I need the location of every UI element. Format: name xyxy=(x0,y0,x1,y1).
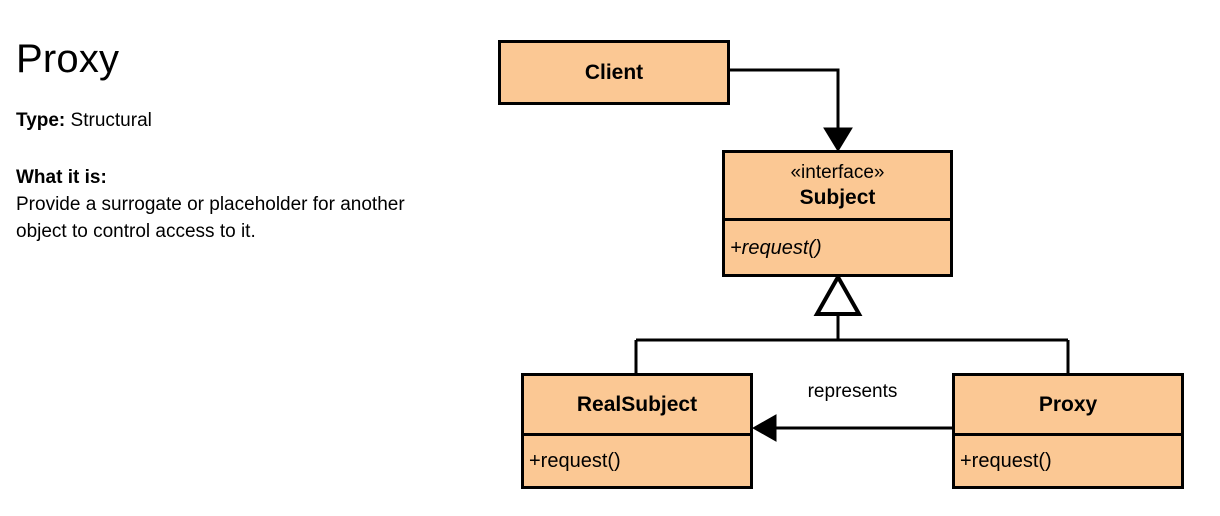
uml-class-client-header: Client xyxy=(501,43,727,102)
pattern-type-line: Type: Structural xyxy=(16,108,466,134)
uml-class-client[interactable]: Client xyxy=(498,40,730,105)
uml-class-client-name: Client xyxy=(584,60,644,84)
uml-class-subject-stereotype: «interface» xyxy=(790,161,885,183)
uml-operation-realsubject-request: +request() xyxy=(529,450,621,472)
uml-class-realsubject-header: RealSubject xyxy=(524,376,750,433)
filled-arrowhead-icon xyxy=(823,127,853,152)
uml-class-realsubject[interactable]: RealSubject +request() xyxy=(521,373,753,489)
pattern-description-block: What it is: Provide a surrogate or place… xyxy=(16,164,466,245)
uml-class-proxy-header: Proxy xyxy=(955,376,1181,433)
uml-association-label-represents: represents xyxy=(807,381,898,402)
uml-class-subject-header: «interface» Subject xyxy=(725,153,950,218)
hollow-triangle-icon xyxy=(813,272,863,316)
pattern-info-panel: Proxy Type: Structural What it is: Provi… xyxy=(16,36,466,245)
edge-generalization-to-subject xyxy=(634,272,1070,373)
pattern-description-text: Provide a surrogate or placeholder for a… xyxy=(16,194,405,242)
uml-class-realsubject-name: RealSubject xyxy=(576,392,698,416)
pattern-type-value: Structural xyxy=(70,110,152,131)
uml-operation-subject-request: +request() xyxy=(730,236,822,259)
edge-client-to-subject xyxy=(730,68,853,152)
filled-arrowhead-icon xyxy=(751,414,777,442)
uml-class-subject-operations: +request() xyxy=(725,218,950,274)
uml-class-subject-name: Subject xyxy=(799,185,876,209)
uml-class-subject[interactable]: «interface» Subject +request() xyxy=(722,150,953,277)
uml-class-realsubject-operations: +request() xyxy=(524,433,750,486)
page-title: Proxy xyxy=(16,37,120,81)
uml-class-proxy[interactable]: Proxy +request() xyxy=(952,373,1184,489)
pattern-type-label: Type: xyxy=(16,110,66,131)
uml-class-proxy-operations: +request() xyxy=(955,433,1181,486)
edge-proxy-to-realsubject xyxy=(751,414,952,442)
uml-class-proxy-name: Proxy xyxy=(1038,392,1098,416)
uml-operation-proxy-request: +request() xyxy=(960,450,1052,472)
pattern-description-heading: What it is: xyxy=(16,167,107,188)
